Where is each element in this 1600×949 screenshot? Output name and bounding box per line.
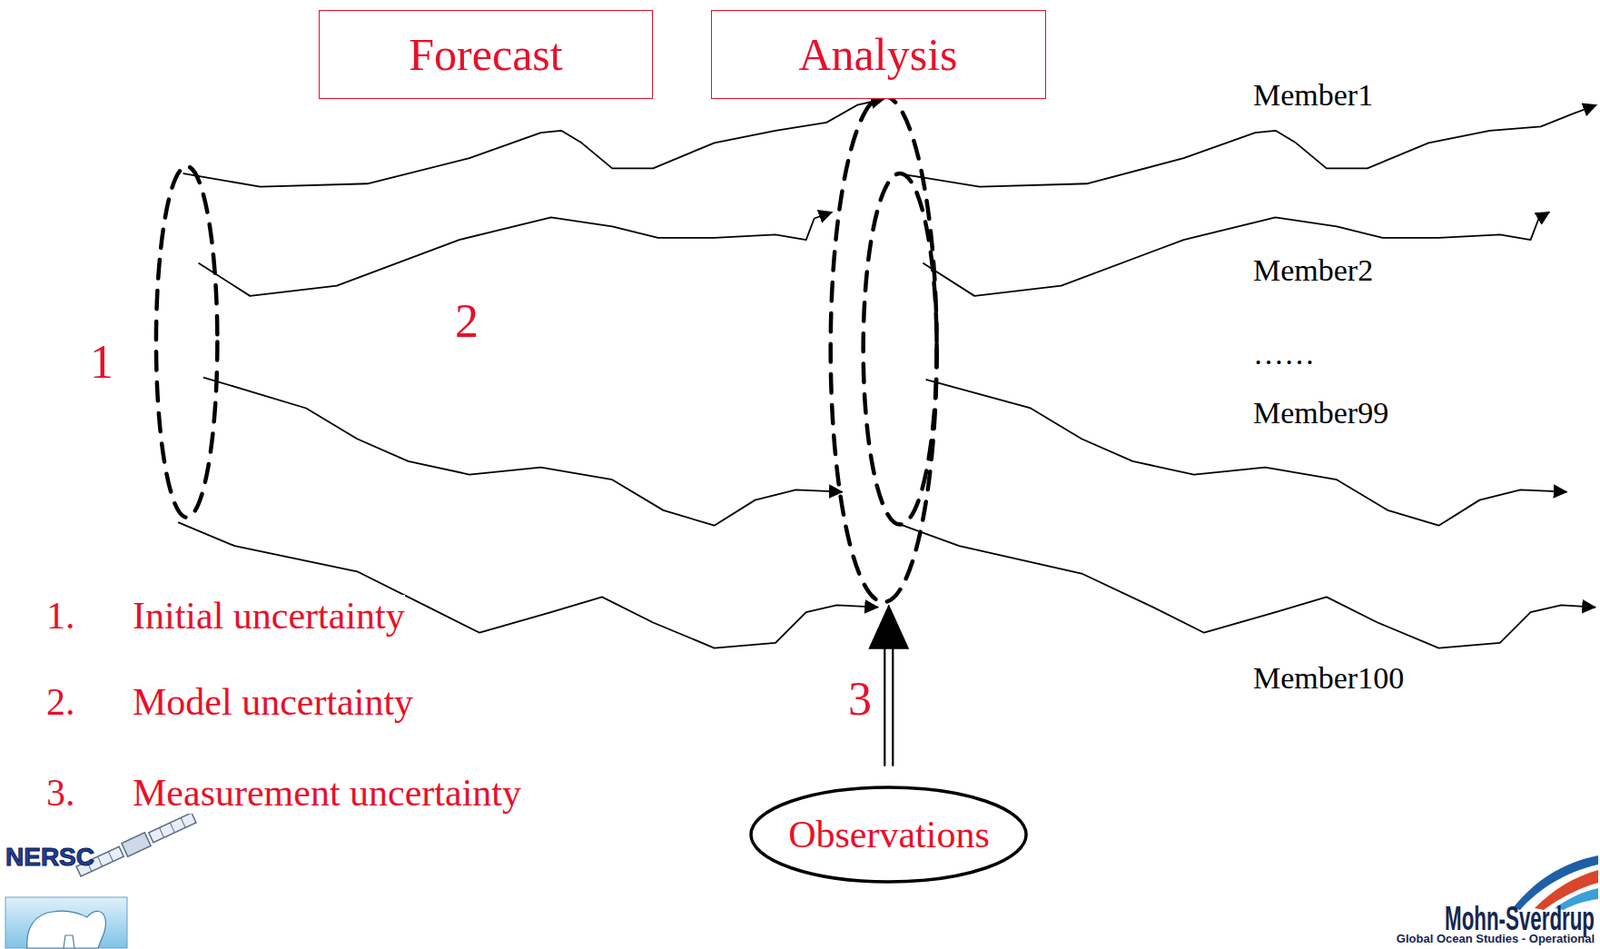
node-label: Observations: [788, 813, 990, 856]
initial-ensemble-ellipse: [156, 166, 218, 518]
trajectory-line: [198, 212, 832, 297]
list-item: Initial uncertainty: [132, 594, 405, 637]
ellipse-shape: [750, 787, 1027, 882]
nersc-logo: [5, 810, 198, 949]
callout-number: 3: [848, 672, 872, 725]
trajectory-line: [183, 98, 884, 188]
forecast-ensemble-ellipse: [830, 96, 938, 603]
trajectory-line: [923, 212, 1550, 297]
list-item: Measurement uncertainty: [132, 771, 522, 814]
trajectory-line: [898, 105, 1597, 188]
analysis-ensemble-ellipse: [863, 173, 938, 525]
list-item: Model uncertainty: [132, 681, 414, 723]
analysis-box: Analysis: [711, 9, 1047, 99]
member-label: Member99: [1253, 395, 1389, 430]
list-number: 3.: [46, 771, 76, 814]
callout-number: 2: [454, 295, 479, 347]
observation-arrow-head: [868, 603, 909, 649]
trajectory-line: [204, 377, 842, 526]
logo-text: Mohn-Sverdrup: [1444, 900, 1595, 938]
node-label: Analysis: [799, 29, 959, 80]
member-label: Member2: [1253, 253, 1373, 287]
member-label: Member1: [1253, 78, 1373, 112]
trajectory-line: [926, 379, 1567, 526]
logo-subtitle: Global Ocean Studies - Operational: [1396, 932, 1595, 946]
list-number: 2.: [46, 681, 76, 723]
logo-text: NERSC: [5, 843, 95, 872]
observations-ellipse: Observations: [749, 785, 1028, 884]
observation-arrow-shaft: [883, 644, 886, 766]
observation-arrow-shaft: [891, 644, 894, 766]
node-label: Forecast: [408, 29, 563, 80]
ellipsis-label: ……: [1253, 336, 1315, 371]
list-number: 1.: [46, 594, 76, 637]
trajectory-line: [902, 525, 1595, 649]
callout-number: 1: [89, 335, 114, 388]
member-label: Member100: [1253, 661, 1404, 695]
forecast-box: Forecast: [318, 9, 653, 99]
